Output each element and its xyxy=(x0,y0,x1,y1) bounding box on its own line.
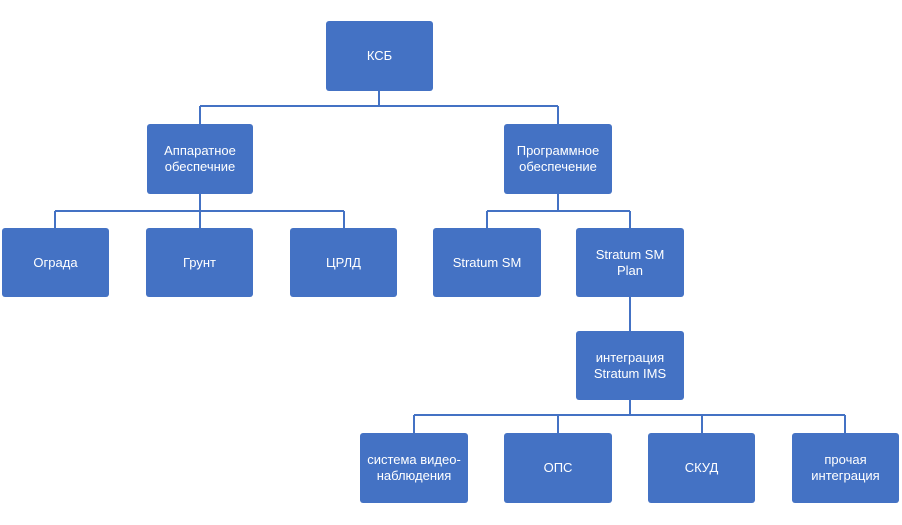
node-other-integration-label: прочая интеграция xyxy=(811,452,880,483)
node-stratum-sm-plan-label: Stratum SM Plan xyxy=(595,246,665,278)
node-fence: Ограда xyxy=(2,228,109,297)
node-integration-ims: интеграция Stratum IMS xyxy=(576,331,684,400)
connector-hardware xyxy=(54,194,345,228)
node-stratum-sm-label: Stratum SM xyxy=(452,254,522,270)
node-ground: Грунт xyxy=(146,228,253,297)
node-ops: ОПС xyxy=(504,433,612,503)
node-software: Программное обеспечение xyxy=(504,124,612,194)
node-fence-label: Ограда xyxy=(33,254,78,270)
node-stratum-sm-plan: Stratum SM Plan xyxy=(576,228,684,297)
node-integration-ims-label: интеграция Stratum IMS xyxy=(593,349,667,381)
node-crld-label: ЦРЛД xyxy=(326,254,361,270)
node-hardware: Аппаратное обеспечние xyxy=(147,124,253,194)
node-skud: СКУД xyxy=(648,433,755,503)
node-video-label: система видео- наблюдения xyxy=(367,452,461,483)
connector-root xyxy=(199,91,559,124)
connector-software xyxy=(486,194,631,228)
node-ground-label: Грунт xyxy=(182,254,217,270)
node-stratum-sm: Stratum SM xyxy=(433,228,541,297)
node-hardware-label: Аппаратное обеспечние xyxy=(164,143,236,174)
node-skud-label: СКУД xyxy=(684,460,719,475)
node-software-label: Программное обеспечение xyxy=(516,143,600,174)
node-video: система видео- наблюдения xyxy=(360,433,468,503)
node-crld: ЦРЛД xyxy=(290,228,397,297)
node-ksb: КСБ xyxy=(326,21,433,91)
connector-integration xyxy=(413,400,846,433)
node-other-integration: прочая интеграция xyxy=(792,433,899,503)
node-ops-label: ОПС xyxy=(543,460,573,475)
node-ksb-label: КСБ xyxy=(366,48,393,63)
